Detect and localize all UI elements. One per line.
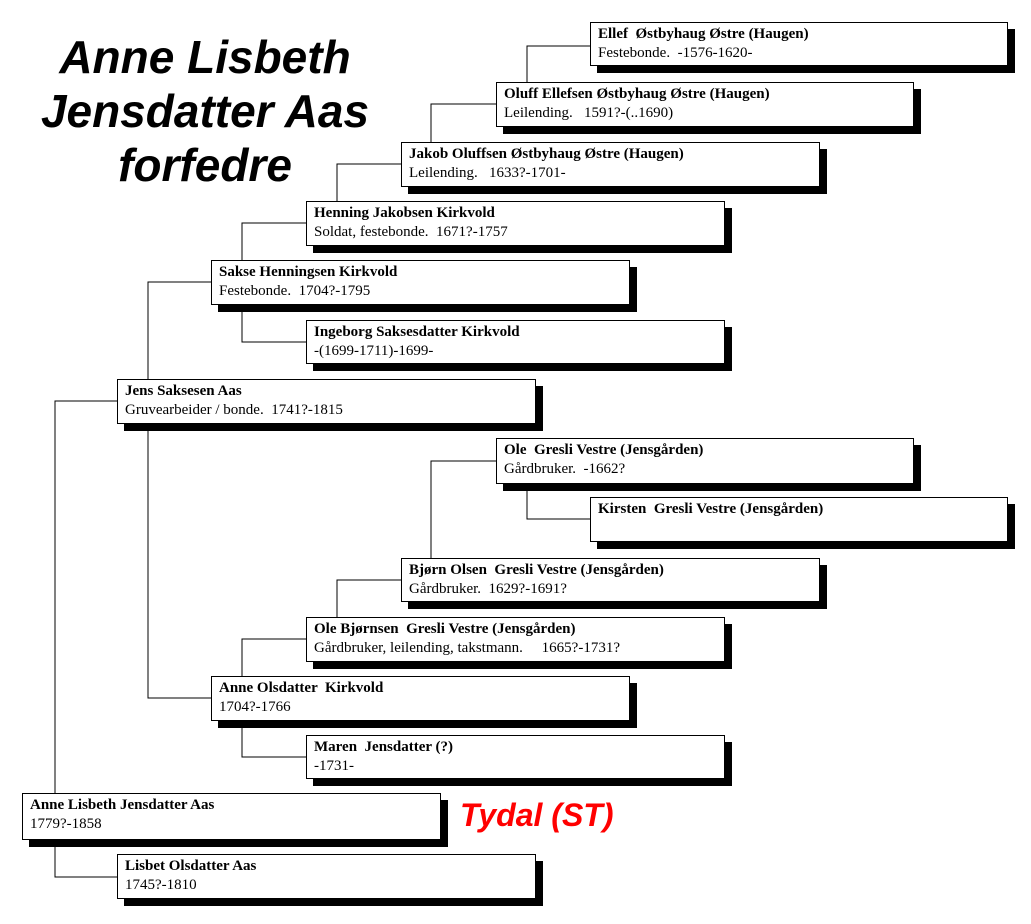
person-name: Bjørn Olsen Gresli Vestre (Jensgården) <box>409 562 664 578</box>
person-details: Leilending. 1591?-(..1690) <box>504 105 674 121</box>
person-name: Jens Saksesen Aas <box>125 383 242 399</box>
connector-sakse-ingeborg <box>241 305 306 343</box>
connector-jens-sakse <box>147 281 211 379</box>
person-details: Gårdbruker, leilending, takstmann. 1665?… <box>314 640 620 656</box>
person-name: Lisbet Olsdatter Aas <box>125 858 257 874</box>
person-box-bjorn: Bjørn Olsen Gresli Vestre (Jensgården) G… <box>401 558 820 602</box>
person-box-ole-gresli: Ole Gresli Vestre (Jensgården) Gårdbruke… <box>496 438 914 484</box>
connector-jens-anne-olsdatter <box>147 424 211 699</box>
person-details: Gårdbruker. 1629?-1691? <box>409 581 567 597</box>
person-details: Festebonde. -1576-1620- <box>598 45 753 61</box>
connector-anne-olsdatter-maren <box>241 721 306 758</box>
connector-oluff-ellef <box>526 45 590 82</box>
person-box-sakse: Sakse Henningsen Kirkvold Festebonde. 17… <box>211 260 630 305</box>
connector-bjorn-ole-gresli <box>430 460 496 558</box>
person-name: Oluff Ellefsen Østbyhaug Østre (Haugen) <box>504 86 770 102</box>
person-details: Festebonde. 1704?-1795 <box>219 283 371 299</box>
connector-anne-lisbeth-jens <box>54 400 117 793</box>
person-details: Soldat, festebonde. 1671?-1757 <box>314 224 508 240</box>
person-name: Ingeborg Saksesdatter Kirkvold <box>314 324 520 340</box>
chart-title-line-2: Jensdatter Aas <box>40 85 370 137</box>
person-box-henning: Henning Jakobsen Kirkvold Soldat, festeb… <box>306 201 725 246</box>
person-details: -(1699-1711)-1699- <box>314 343 434 359</box>
connector-ole-bjornsen-bjorn <box>336 579 401 617</box>
person-name: Sakse Henningsen Kirkvold <box>219 264 398 280</box>
person-name: Ole Bjørnsen Gresli Vestre (Jensgården) <box>314 621 576 637</box>
connector-henning-jakob <box>336 163 401 201</box>
person-box-anne-olsdatter: Anne Olsdatter Kirkvold 1704?-1766 <box>211 676 630 721</box>
person-name: Maren Jensdatter (?) <box>314 739 453 755</box>
person-box-kirsten: Kirsten Gresli Vestre (Jensgården) <box>590 497 1008 542</box>
person-box-ellef: Ellef Østbyhaug Østre (Haugen) Festebond… <box>590 22 1008 66</box>
person-details: Leilending. 1633?-1701- <box>409 165 566 181</box>
person-box-jens: Jens Saksesen Aas Gruvearbeider / bonde.… <box>117 379 536 424</box>
place-label: Tydal (ST) <box>460 797 614 833</box>
person-name: Kirsten Gresli Vestre (Jensgården) <box>598 501 824 517</box>
chart-title-line-3: forfedre <box>118 139 292 191</box>
person-box-anne-lisbeth: Anne Lisbeth Jensdatter Aas 1779?-1858 <box>22 793 441 840</box>
person-details: Gruvearbeider / bonde. 1741?-1815 <box>125 402 343 418</box>
chart-title-line-1: Anne Lisbeth <box>59 31 351 83</box>
person-box-jakob: Jakob Oluffsen Østbyhaug Østre (Haugen) … <box>401 142 820 187</box>
person-name: Ole Gresli Vestre (Jensgården) <box>504 442 704 458</box>
connector-ole-gresli-kirsten <box>526 484 590 520</box>
chart-title: Anne Lisbeth Jensdatter Aas forfedre <box>10 30 400 192</box>
connector-anne-lisbeth-lisbet <box>54 840 117 878</box>
connector-jakob-oluff <box>430 103 496 142</box>
connector-anne-olsdatter-ole-bjornsen <box>241 638 306 676</box>
person-name: Anne Olsdatter Kirkvold <box>219 680 384 696</box>
person-name: Anne Lisbeth Jensdatter Aas <box>30 797 215 813</box>
person-box-lisbet: Lisbet Olsdatter Aas 1745?-1810 <box>117 854 536 899</box>
person-details: 1779?-1858 <box>30 816 102 832</box>
person-box-oluff: Oluff Ellefsen Østbyhaug Østre (Haugen) … <box>496 82 914 127</box>
person-details: Gårdbruker. -1662? <box>504 461 626 477</box>
person-name: Henning Jakobsen Kirkvold <box>314 205 495 221</box>
person-box-ingeborg: Ingeborg Saksesdatter Kirkvold -(1699-17… <box>306 320 725 364</box>
connector-sakse-henning <box>241 222 306 260</box>
person-name: Ellef Østbyhaug Østre (Haugen) <box>598 26 809 42</box>
person-details: 1704?-1766 <box>219 699 291 715</box>
person-box-maren: Maren Jensdatter (?) -1731- <box>306 735 725 779</box>
person-details: -1731- <box>314 758 354 774</box>
person-box-ole-bjornsen: Ole Bjørnsen Gresli Vestre (Jensgården) … <box>306 617 725 662</box>
person-details: 1745?-1810 <box>125 877 197 893</box>
person-name: Jakob Oluffsen Østbyhaug Østre (Haugen) <box>409 146 684 162</box>
